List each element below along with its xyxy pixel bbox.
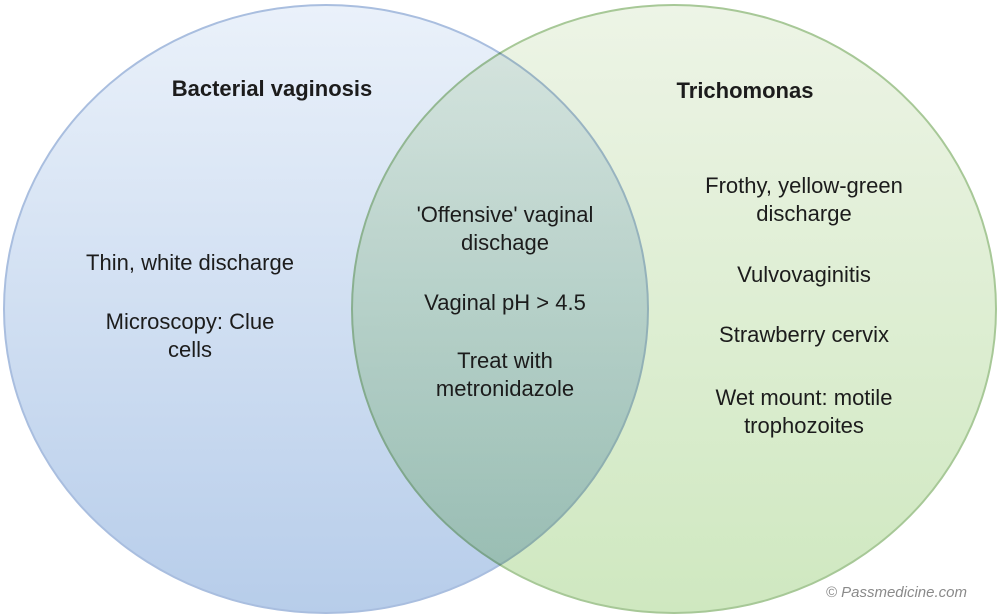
- right-circle-item: Strawberry cervix: [719, 322, 889, 347]
- overlap-item: Treat with metronidazole: [435, 348, 575, 401]
- watermark: © Passmedicine.com: [825, 584, 967, 601]
- left-circle-title: Bacterial vaginosis: [171, 76, 373, 101]
- right-circle-item: Vulvovaginitis: [737, 262, 871, 287]
- right-circle-shape: [351, 4, 997, 614]
- right-circle-title: Trichomonas: [676, 78, 814, 103]
- overlap-item: Vaginal pH > 4.5: [424, 290, 586, 315]
- right-circle-item: Wet mount: motile trophozoites: [715, 385, 893, 438]
- left-circle-item: Thin, white discharge: [86, 250, 294, 275]
- left-circle-item: Microscopy: Clue cells: [105, 309, 275, 362]
- right-circle-item: Frothy, yellow-green discharge: [705, 173, 903, 226]
- overlap-item: 'Offensive' vaginal dischage: [416, 202, 594, 255]
